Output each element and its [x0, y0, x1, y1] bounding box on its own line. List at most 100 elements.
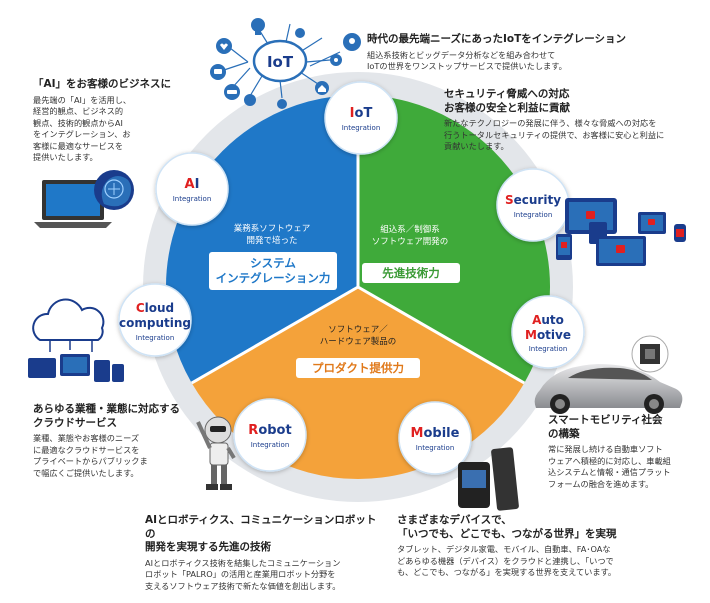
section-iot: 時代の最先端ニーズにあったIoTをインテグレーション 組込系技術とビッグデータ分… — [367, 33, 667, 73]
cloud-body: 業種、業態やお客様のニーズ に最適なクラウドサービスを プライベートからパブリッ… — [33, 433, 148, 478]
green-label: 先進技術力 — [382, 266, 440, 280]
orange-small-line-2: ハードウェア製品の — [320, 336, 397, 347]
svg-text:Auto: Auto — [532, 313, 564, 327]
node-mobile — [398, 401, 472, 475]
cloud-icon — [28, 298, 124, 382]
auto-node-rest: uto — [541, 313, 564, 327]
iot-bubble-label: IoT — [267, 53, 294, 71]
section-mobile: さまざまなデバイスで、 「いつでも、どこでも、つながる世界」を実現 タブレット、… — [397, 514, 647, 579]
gamepad-icon — [295, 28, 305, 38]
speaker-icon — [277, 99, 287, 109]
security-node-sub: Integration — [514, 211, 553, 219]
iot-node-first: I — [350, 106, 355, 121]
section-robot: AIとロボティクス、コミュニケーションロボットの 開発を実現する先進の技術 AI… — [145, 514, 385, 592]
cloud-node-first: C — [136, 301, 145, 315]
svg-text:Mobile: Mobile — [411, 426, 460, 441]
car-icon — [224, 84, 240, 100]
blue-small-line-2: 開発で培った — [246, 235, 297, 246]
green-label-box — [362, 263, 460, 283]
iot-node-sub: Integration — [342, 124, 381, 132]
sector-advanced-technology — [358, 95, 551, 383]
mobile-node-first: M — [411, 426, 424, 441]
robot-node-rest: obot — [258, 423, 291, 438]
svg-text:Motive: Motive — [525, 328, 571, 342]
svg-text:Cloud: Cloud — [136, 301, 174, 315]
security-body: 新たなテクノロジーの発展に伴う、様々な脅威への対応を 行うトータルセキュリティの… — [444, 118, 665, 151]
iot-body: 組込系技術とビッグデータ分析などを組み合わせて IoTの世界をワンストップサービ… — [367, 49, 567, 72]
motive-node-rest: otive — [537, 328, 571, 342]
svg-text:AI: AI — [185, 177, 200, 192]
smartphone-icon — [556, 224, 686, 260]
robot-node-sub: Integration — [251, 441, 290, 449]
brain-icon — [94, 170, 134, 210]
section-cloud: あらゆる業種・業態に対応する クラウドサービス 業種、業態やお客様のニーズ に最… — [33, 403, 193, 479]
bulb-icon — [251, 18, 265, 35]
blue-label-line-1: システム — [250, 256, 296, 270]
node-cloud — [118, 283, 192, 357]
mobile-node-rest: obile — [423, 426, 459, 441]
auto-body: 常に発展し続ける自動車ソフト ウェアへ積極的に対応し、車載組 込システムと情報・… — [548, 444, 671, 489]
center-blue-text: 業務系ソフトウェア開発で培った — [234, 223, 311, 246]
mobile-title: さまざまなデバイスで、 「いつでも、どこでも、つながる世界」を実現 — [397, 514, 617, 540]
orange-label-box — [296, 358, 420, 378]
ai-node-rest: I — [195, 177, 200, 192]
security-title: セキュリティ脅威への対応 お客様の安全と利益に貢献 — [444, 88, 570, 114]
car-image — [534, 364, 683, 414]
mobile-node-sub: Integration — [416, 444, 455, 452]
orange-small-line-1: ソフトウェア／ — [328, 325, 388, 335]
cloud-node-rest: loud — [145, 301, 175, 315]
svg-text:組込系／制御系ソフトウェア開発の: 組込系／制御系ソフトウェア開発の — [372, 224, 449, 247]
node-ai — [155, 152, 229, 226]
lock-icon — [244, 94, 256, 106]
auto-node-first: A — [532, 313, 542, 327]
auto-title: スマートモビリティ社会 の構築 — [548, 414, 663, 440]
svg-text:システムインテグレーション力: システムインテグレーション力 — [216, 256, 331, 285]
iot-bubble: IoT — [252, 39, 308, 83]
security-node-rest: ecurity — [514, 193, 562, 207]
svg-text:Robot: Robot — [248, 423, 291, 438]
ai-node-sub: Integration — [173, 195, 212, 203]
blue-label-box — [209, 252, 337, 290]
location-icon — [343, 33, 361, 51]
iot-title: 時代の最先端ニーズにあったIoTをインテグレーション — [367, 33, 627, 45]
blue-small-line-1: 業務系ソフトウェア — [234, 223, 311, 234]
svg-text:IoT: IoT — [350, 106, 373, 121]
heart-icon — [216, 38, 232, 54]
section-security: セキュリティ脅威への対応 お客様の安全と利益に貢献 新たなテクノロジーの発展に伴… — [444, 88, 694, 153]
cloud-title: あらゆる業種・業態に対応する クラウドサービス — [33, 403, 180, 429]
house-icon — [315, 81, 329, 95]
cpu-chip-icon — [631, 335, 669, 373]
green-small-line-1: 組込系／制御系 — [380, 224, 440, 235]
ai-body: 最先端の「AI」を活用し、 経営的観点、ビジネス的 観点、技術的観点からAI を… — [33, 94, 132, 163]
cloud-node-sub: Integration — [136, 334, 175, 342]
mobile-body: タブレット、デジタル家電、モバイル、自動車、FA･OAな どあらゆる機器（デバイ… — [397, 544, 617, 577]
robot-title: AIとロボティクス、コミュニケーションロボットの 開発を実現する先進の技術 — [145, 514, 377, 553]
svg-text:業務系ソフトウェア開発で培った: 業務系ソフトウェア開発で培った — [234, 223, 311, 246]
node-robot — [233, 398, 307, 472]
ai-node-first: A — [185, 177, 195, 192]
node-auto-motive — [511, 295, 585, 369]
cloud-node-line2: computing — [119, 316, 191, 330]
section-ai: 「AI」をお客様のビジネスに 最先端の「AI」を活用し、 経営的観点、ビジネス的… — [33, 78, 183, 164]
robot-body: AIとロボティクス技術を結集したコミュニケーション ロボット「PALRO」の活用… — [145, 557, 341, 591]
svg-text:ソフトウェア／ハードウェア製品の: ソフトウェア／ハードウェア製品の — [320, 325, 397, 347]
orange-label: プロダクト提供力 — [312, 361, 404, 375]
motive-node-first: M — [525, 328, 537, 342]
iot-node-rest: oT — [355, 106, 373, 121]
ai-title: 「AI」をお客様のビジネスに — [33, 78, 172, 90]
robot-node-first: R — [248, 423, 258, 438]
security-node-first: S — [505, 193, 514, 207]
green-small-line-2: ソフトウェア開発の — [372, 237, 449, 247]
node-iot — [324, 81, 398, 155]
laptop-icon — [34, 180, 112, 228]
mobile-router-icon — [458, 447, 519, 511]
robot-icon — [196, 416, 236, 490]
svg-text:Security: Security — [505, 193, 561, 207]
auto-node-sub: Integration — [529, 345, 568, 353]
tablet-icon — [565, 198, 666, 266]
blue-label-line-2: インテグレーション力 — [216, 271, 331, 285]
section-auto-motive: スマートモビリティ社会 の構築 常に発展し続ける自動車ソフト ウェアへ積極的に対… — [548, 414, 698, 490]
chat-icon — [210, 64, 226, 80]
gear-icon — [330, 54, 342, 66]
